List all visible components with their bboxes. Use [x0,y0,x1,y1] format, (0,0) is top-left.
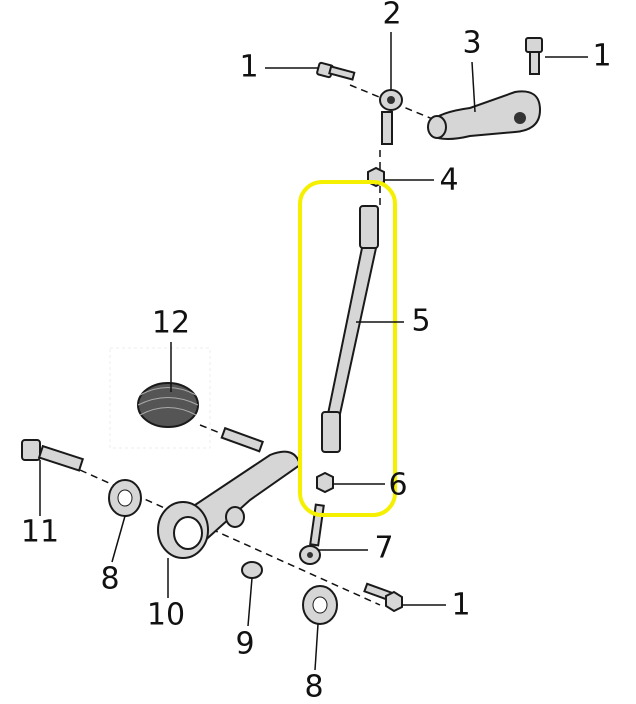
callout-label: 9 [235,627,254,662]
callout-label: 5 [411,304,430,339]
bolt-part-1b [525,37,543,75]
bolt-part-11 [21,439,85,472]
callout-label: 7 [374,531,393,566]
callout-label: 4 [439,163,458,198]
callout-label: 12 [152,306,190,341]
callout-label: 2 [382,0,401,32]
callout-label: 1 [592,39,611,74]
assembly-axis-line [349,84,436,121]
bushing-part-9 [241,561,263,579]
callout-label: 8 [100,562,119,597]
callout-label: 8 [304,670,323,704]
callout-label: 1 [451,588,470,623]
callout-label: 10 [147,598,185,633]
shift-lever-part-3 [427,90,542,140]
callout-label: 6 [388,468,407,503]
callout-label: 11 [21,515,59,550]
bearing-part-8b [302,585,338,625]
rod-end-part-2 [379,89,403,145]
tie-rod-part-5 [321,205,379,453]
bolt-part-1c [363,582,403,613]
callout-label: 1 [239,50,258,85]
callout-label: 3 [462,26,481,61]
bearing-part-8a [108,479,142,517]
rubber-boot-part-12 [109,347,211,449]
shift-pedal-arm-part-10 [157,426,302,559]
nut-part-6 [316,471,334,494]
bolt-part-1a [316,61,356,81]
highlight-box [298,180,397,517]
